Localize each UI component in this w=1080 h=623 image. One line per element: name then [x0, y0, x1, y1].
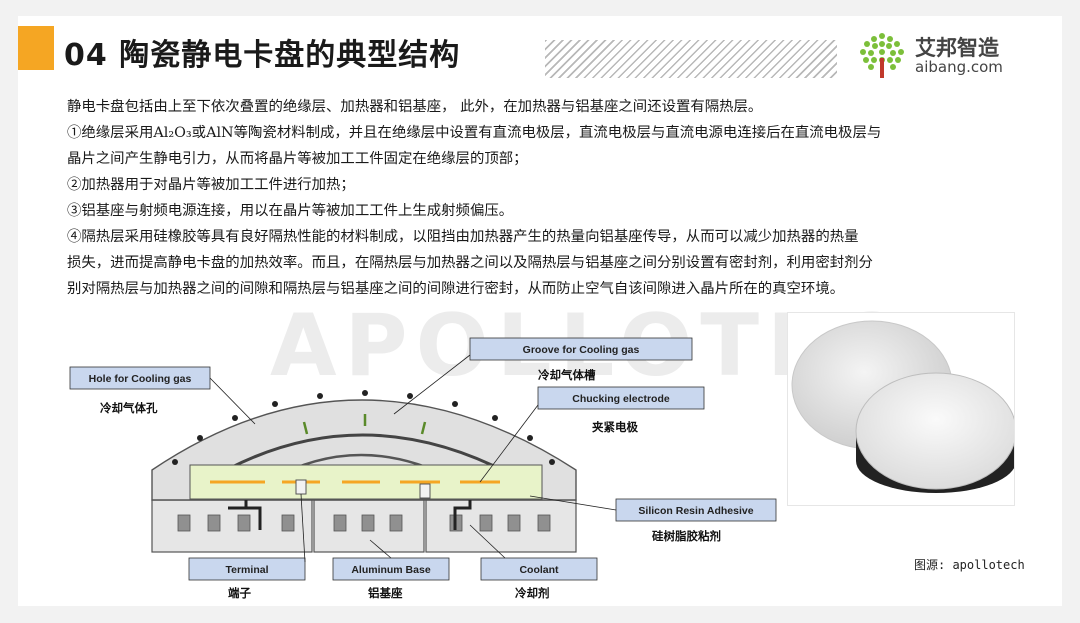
decorative-hatch	[545, 40, 837, 78]
chuck-photo	[787, 312, 1017, 506]
paragraph: 静电卡盘包括由上至下依次叠置的绝缘层、加热器和铝基座， 此外，在加热器与铝基座之…	[67, 99, 763, 115]
label-terminal-cn: 端子	[228, 586, 251, 600]
label-coolant-cn: 冷却剂	[515, 586, 550, 600]
logo-text-cn: 艾邦智造	[915, 36, 999, 60]
image-source: 图源: apollotech	[914, 558, 1025, 572]
label-hole-en: Hole for Cooling gas	[89, 373, 192, 385]
label-groove	[469, 337, 693, 361]
aluminum-base	[151, 499, 577, 553]
title-accent-block	[18, 26, 54, 70]
label-terminal	[188, 557, 306, 581]
label-coolant	[480, 557, 598, 581]
paragraph: 别对隔热层与加热器之间的间隙和隔热层与铝基座之间的间隙进行密封，从而防止空气自该…	[67, 281, 845, 297]
label-silicon-cn: 硅树脂胶粘剂	[652, 529, 721, 543]
chuck-structure-diagram: Hole for Cooling gas Groove for Cooling …	[69, 337, 777, 600]
paragraph: 晶片之间产生静电引力，从而将晶片等被加工工件固定在绝缘层的顶部；	[67, 151, 528, 167]
label-hole-cn: 冷却气体孔	[100, 401, 158, 415]
paragraph: ①绝缘层采用Al₂O₃或AlN等陶瓷材料制成，并且在绝缘层中设置有直流电极层，直…	[67, 125, 882, 141]
label-terminal-en: Terminal	[226, 564, 269, 576]
label-chucking	[537, 386, 705, 410]
logo-text-en: aibang.com	[915, 58, 1003, 76]
paragraph: ②加热器用于对晶片等被加工工件进行加热；	[67, 177, 355, 193]
body-text: 静电卡盘包括由上至下依次叠置的绝缘层、加热器和铝基座， 此外，在加热器与铝基座之…	[67, 94, 1037, 302]
label-coolant-en: Coolant	[519, 564, 559, 576]
label-silicon-en: Silicon Resin Adhesive	[638, 505, 753, 517]
logo-tree-icon	[860, 33, 904, 78]
label-chucking-cn: 夹紧电极	[592, 420, 638, 434]
paragraph: ④隔热层采用硅橡胶等具有良好隔热性能的材料制成，以阻挡由加热器产生的热量向铝基座…	[67, 229, 859, 245]
label-aluminum-en: Aluminum Base	[351, 564, 431, 576]
paragraph: 损失，进而提高静电卡盘的加热效率。而且，在隔热层与加热器之间以及隔热层与铝基座之…	[67, 255, 873, 271]
label-aluminum-cn: 铝基座	[368, 586, 403, 600]
page-title: 04 陶瓷静电卡盘的典型结构	[64, 38, 461, 73]
label-groove-cn: 冷却气体槽	[538, 368, 596, 382]
paragraph: ③铝基座与射频电源连接，用以在晶片等被加工工件上生成射频偏压。	[67, 203, 514, 219]
label-groove-en: Groove for Cooling gas	[523, 344, 640, 356]
chuck-disc-image	[791, 320, 1017, 493]
logo: 艾邦智造 aibang.com	[853, 30, 1033, 78]
label-chucking-en: Chucking electrode	[572, 393, 670, 405]
